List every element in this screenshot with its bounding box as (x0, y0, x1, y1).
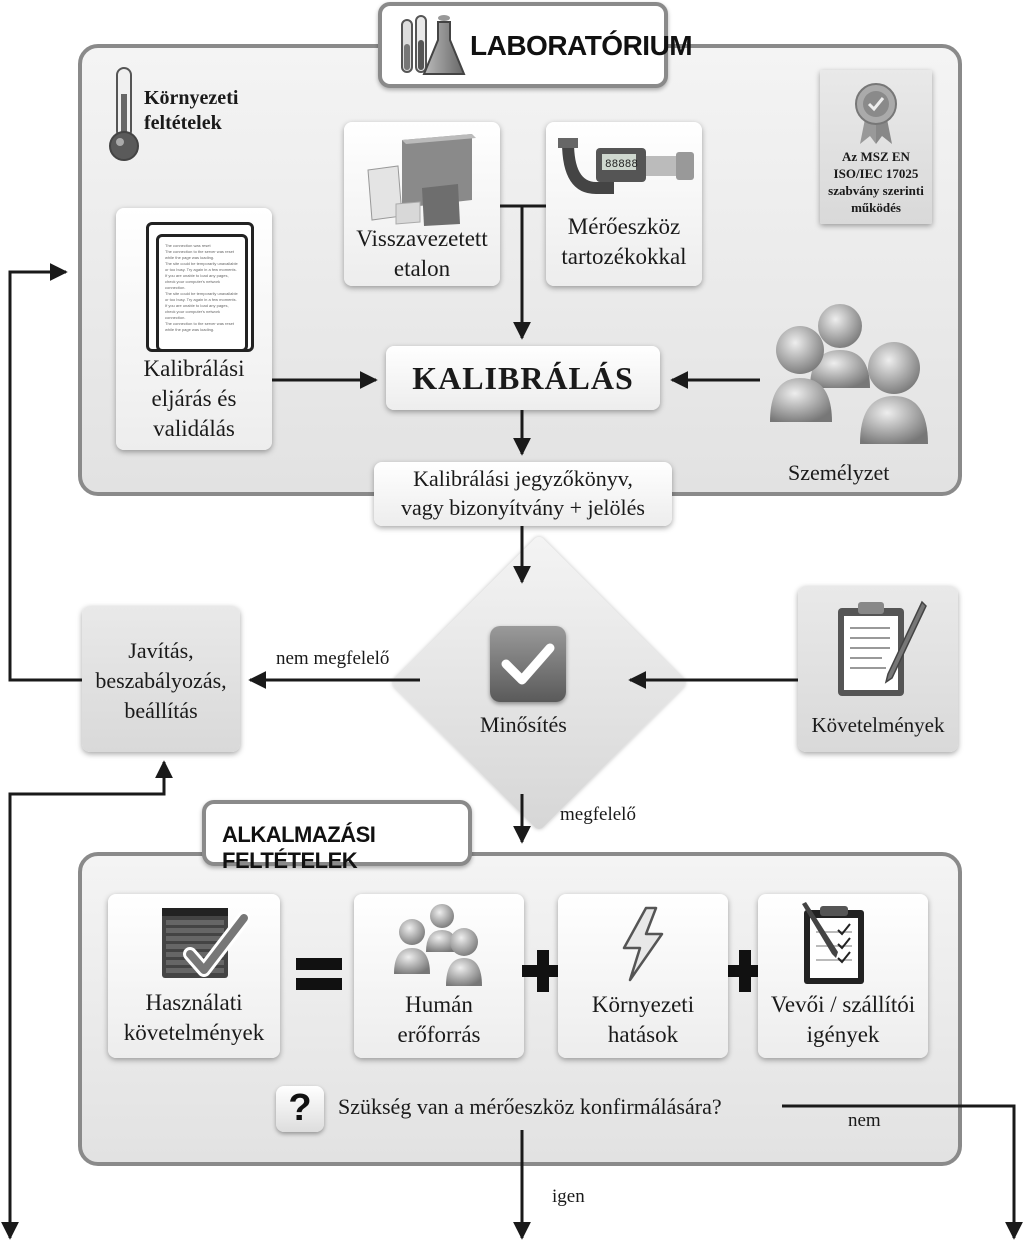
question-mark: ? (288, 1087, 312, 1129)
customer-needs-label: Vevői / szállítói igények (770, 992, 916, 1047)
instrument-card: 88888 Mérőeszköz tartozékokkal (546, 122, 702, 286)
doc-line: The site could be temporarily unavailabl… (165, 291, 238, 302)
staff-people-icon (770, 304, 928, 444)
micrometer-icon: 88888 (558, 138, 694, 194)
qualification-label: Minősítés (480, 712, 567, 737)
calibration-record-label: Kalibrálási jegyzőkönyv, vagy bizonyítvá… (401, 466, 645, 520)
doc-line: If you are unable to load any pages, che… (165, 303, 229, 320)
application-title: ALKALMAZÁSI FELTÉTELEK (222, 822, 376, 873)
repair-label: Javítás, beszabályozás, beállítás (95, 638, 227, 723)
doc-line: The connection to the server was reset w… (165, 249, 234, 260)
clipboard-pen-icon (838, 600, 927, 696)
doc-line: The connection was reset (165, 243, 211, 248)
checkmark-icon (490, 626, 566, 702)
customer-needs-card: Vevői / szállítói igények (758, 894, 928, 1058)
calibration-label: KALIBRÁLÁS (412, 360, 634, 396)
no-arrow (782, 1104, 1023, 1240)
application-title-tag: ALKALMAZÁSI FELTÉTELEK (202, 800, 472, 873)
laboratory-title-tag: LABORATÓRIUM (378, 2, 693, 88)
confirmation-question: Szükség van a mérőeszköz konfirmálására? (338, 1094, 722, 1119)
ok-label: megfelelő (560, 804, 636, 825)
etalon-label: Visszavezetett etalon (356, 226, 488, 281)
task-list-check-icon (162, 908, 250, 978)
plus-sign-2 (724, 950, 766, 992)
requirements-card: Követelmények (798, 586, 958, 752)
laboratory-title: LABORATÓRIUM (470, 30, 693, 61)
calibration-box: KALIBRÁLÁS (386, 346, 660, 410)
instrument-label: Mérőeszköz tartozékokkal (561, 214, 687, 269)
repair-loop-arrow (8, 263, 82, 682)
lightning-bolt-icon (622, 906, 664, 982)
doc-line: If you are unable to load any pages, che… (165, 273, 229, 290)
not-ok-label: nem megfelelő (276, 648, 390, 669)
calibration-record-box: Kalibrálási jegyzőkönyv, vagy bizonyítvá… (374, 462, 672, 526)
etalon-card: Visszavezetett etalon (344, 122, 500, 286)
environment-effects-card: Környezeti hatások (558, 894, 728, 1058)
document-icon: The connection was reset The connection … (156, 234, 248, 352)
environment-conditions-label: Környezeti feltételek (144, 87, 239, 134)
staff-label: Személyzet (788, 460, 890, 485)
doc-line: The connection to the server was reset w… (165, 321, 234, 332)
award-ribbon-icon (855, 83, 897, 144)
human-resources-card: Humán erőforrás (354, 894, 524, 1058)
clipboard-checklist-icon (802, 902, 864, 984)
usage-requirements-card: Használati követelmények (108, 894, 280, 1058)
thermometer-icon (109, 67, 139, 161)
gauge-block-icon (367, 134, 476, 226)
procedure-card: The connection was reset The connection … (116, 208, 272, 450)
people-group-icon (394, 904, 482, 986)
question-icon: ? (276, 1086, 324, 1132)
standard-note: Az MSZ EN ISO/IEC 17025 szabvány szerint… (828, 149, 924, 215)
no-label: nem (848, 1110, 881, 1131)
standard-certificate: Az MSZ EN ISO/IEC 17025 szabvány szerint… (820, 70, 932, 224)
repair-card: Javítás, beszabályozás, beállítás (82, 606, 240, 752)
human-resources-label: Humán erőforrás (397, 992, 481, 1047)
equals-sign-lower (296, 978, 342, 990)
yes-label: igen (552, 1186, 585, 1207)
requirements-label: Követelmények (811, 713, 945, 737)
plus-sign-1 (522, 950, 564, 992)
usage-requirements-label: Használati követelmények (123, 990, 265, 1045)
left-return-line (8, 760, 173, 1236)
environment-effects-label: Környezeti hatások (591, 992, 695, 1047)
lab-glassware-icon (401, 15, 466, 75)
equals-sign (296, 958, 342, 970)
doc-line: The site could be temporarily unavailabl… (165, 261, 238, 272)
procedure-label: Kalibrálási eljárás és validálás (143, 356, 245, 441)
svg-text:88888: 88888 (605, 159, 638, 171)
